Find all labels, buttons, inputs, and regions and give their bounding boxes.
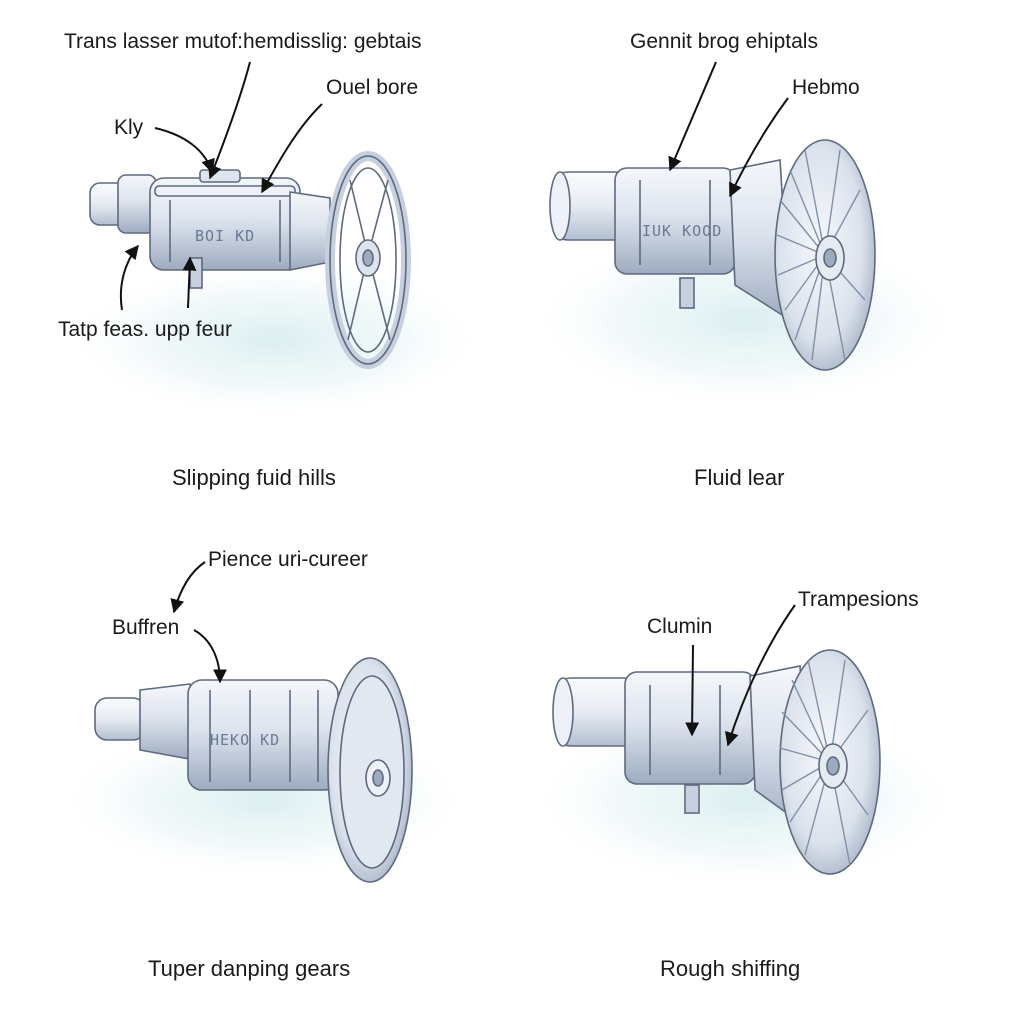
callout-label: Clumin: [647, 615, 713, 638]
leader-line-1c: [261, 103, 323, 194]
transmission-illustration-3: HEKO KD: [94, 657, 413, 883]
callout-label: Kly: [114, 116, 144, 139]
leader-line-3b: [193, 629, 227, 684]
leader-line-3a: [170, 561, 206, 614]
casing-stamp-3: HEKO KD: [210, 731, 280, 749]
panel-caption: Tuper danping gears: [148, 956, 351, 981]
leader-line-1e: [182, 256, 197, 309]
casing-stamp-2: IUK KOOD: [642, 222, 722, 240]
callout-label: Trans lasser mutof:hemdisslig: gebtais: [64, 30, 422, 53]
transmission-illustration-4: [552, 649, 881, 875]
callout-label: Hebmo: [792, 76, 860, 99]
panel-caption: Fluid lear: [694, 465, 785, 490]
fluid-pool-1: [60, 260, 490, 420]
panel-caption: Slipping fuid hills: [172, 465, 336, 490]
callout-label: Tatp feas. upp feur: [58, 318, 232, 341]
leader-line-2a: [668, 61, 717, 172]
transmission-illustration-2: IUK KOOD: [549, 139, 876, 371]
callout-label: Gennit brog ehiptals: [630, 30, 818, 53]
leader-line-4b: [685, 644, 700, 737]
callout-label: Ouel bore: [326, 76, 419, 99]
transmission-illustration-1: BOI KD: [89, 151, 411, 369]
leader-line-2b: [729, 97, 789, 198]
leader-line-1d: [119, 244, 139, 311]
leader-line-1a: [208, 61, 251, 180]
callout-label: Buffren: [112, 616, 180, 639]
leader-line-1b: [154, 127, 215, 174]
panel-caption: Rough shiffing: [660, 956, 801, 981]
leader-line-4a: [725, 604, 796, 747]
casing-stamp-1: BOI KD: [195, 227, 255, 245]
callout-label: Trampesions: [798, 588, 919, 611]
callout-label: Pience uri-cureer: [208, 548, 368, 571]
